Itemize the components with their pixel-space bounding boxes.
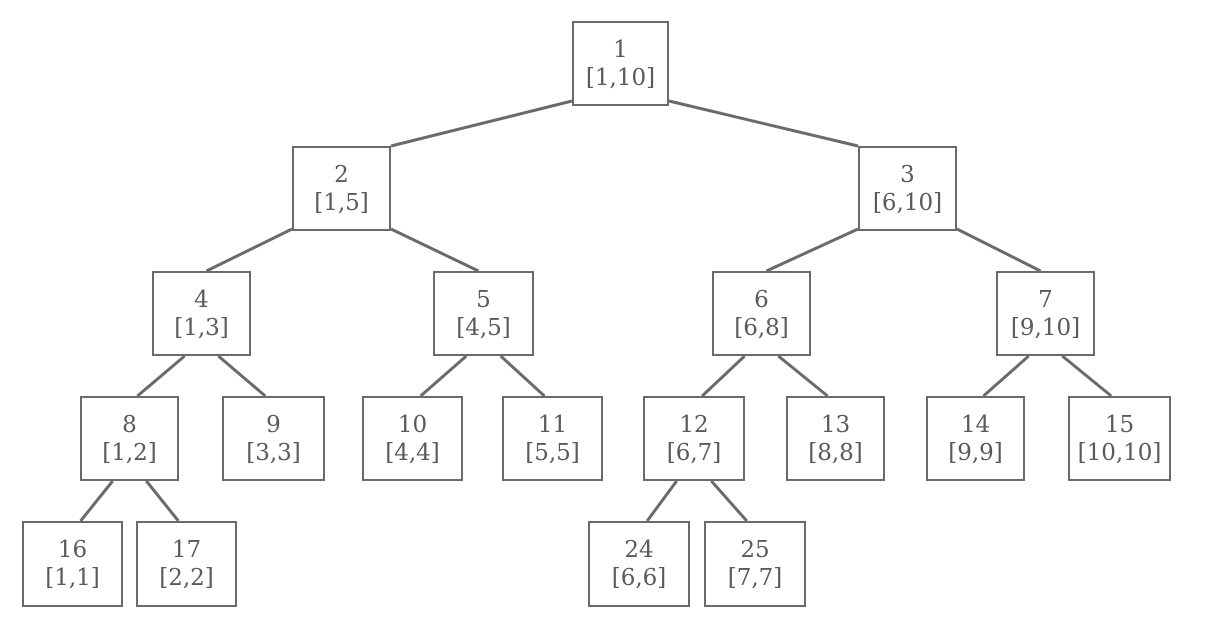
node-range: [6,8] [734,314,789,341]
node-range: [5,5] [525,439,580,466]
node-id: 2 [334,161,349,188]
tree-node-7: 7[9,10] [996,271,1095,356]
node-id: 3 [900,161,915,188]
tree-node-9: 9[3,3] [222,396,325,481]
node-range: [6,6] [611,565,667,591]
edge-4-9 [217,354,267,398]
node-id: 5 [476,286,491,313]
node-range: [10,10] [1077,439,1162,466]
edge-1-2 [390,99,573,148]
edge-12-25 [710,480,748,522]
node-range: [8,8] [808,439,863,466]
node-id: 24 [624,537,654,563]
node-id: 13 [820,411,851,438]
node-range: [4,5] [456,314,511,341]
tree-node-10: 10[4,4] [362,396,463,481]
node-id: 1 [613,36,628,63]
node-range: [2,2] [159,565,214,591]
edge-7-14 [982,354,1030,398]
node-range: [1,5] [314,189,369,216]
node-id: 7 [1038,286,1053,313]
node-range: [1,2] [102,439,157,466]
node-id: 11 [537,411,568,438]
edge-4-8 [136,354,186,398]
tree-node-1: 1[1,10] [572,21,669,106]
node-range: [6,7] [666,439,722,466]
tree-node-15: 15[10,10] [1068,396,1171,481]
node-range: [1,1] [45,565,100,591]
node-id: 15 [1104,411,1135,438]
node-id: 25 [740,537,770,563]
edge-12-24 [645,480,678,522]
node-id: 4 [194,286,209,313]
node-id: 10 [397,411,428,438]
node-id: 16 [57,537,88,563]
tree-node-6: 6[6,8] [712,271,811,356]
edge-8-16 [79,480,114,522]
edge-8-17 [145,480,180,522]
tree-node-25: 25[7,7] [704,521,806,607]
edge-7-15 [1061,354,1113,398]
edge-5-10 [419,354,468,398]
node-id: 9 [266,411,281,438]
node-id: 8 [122,411,137,438]
node-id: 17 [171,537,202,563]
tree-node-13: 13[8,8] [786,396,885,481]
tree-node-2: 2[1,5] [292,146,391,231]
node-range: [3,3] [246,439,301,466]
node-range: [7,7] [727,565,783,591]
edge-2-5 [390,227,480,273]
node-range: [6,10] [872,189,943,216]
edge-5-11 [499,354,546,398]
edge-3-6 [765,227,859,273]
tree-node-24: 24[6,6] [588,521,690,607]
tree-node-16: 16[1,1] [22,521,123,607]
edge-6-13 [777,354,829,398]
tree-node-5: 5[4,5] [433,271,534,356]
tree-node-12: 12[6,7] [643,396,745,481]
edge-6-12 [701,354,746,398]
node-id: 12 [679,411,709,438]
node-range: [1,10] [585,64,656,91]
tree-node-14: 14[9,9] [926,396,1025,481]
edge-3-7 [956,227,1042,273]
tree-node-8: 8[1,2] [80,396,179,481]
node-range: [9,9] [948,439,1003,466]
node-range: [9,10] [1010,314,1081,341]
tree-node-11: 11[5,5] [502,396,603,481]
edge-1-3 [668,99,859,148]
tree-node-17: 17[2,2] [136,521,237,607]
node-id: 6 [754,286,769,313]
node-id: 14 [960,411,991,438]
tree-node-4: 4[1,3] [152,271,251,356]
node-range: [1,3] [174,314,229,341]
node-range: [4,4] [385,439,440,466]
tree-node-3: 3[6,10] [858,146,957,231]
edge-2-4 [205,227,293,273]
